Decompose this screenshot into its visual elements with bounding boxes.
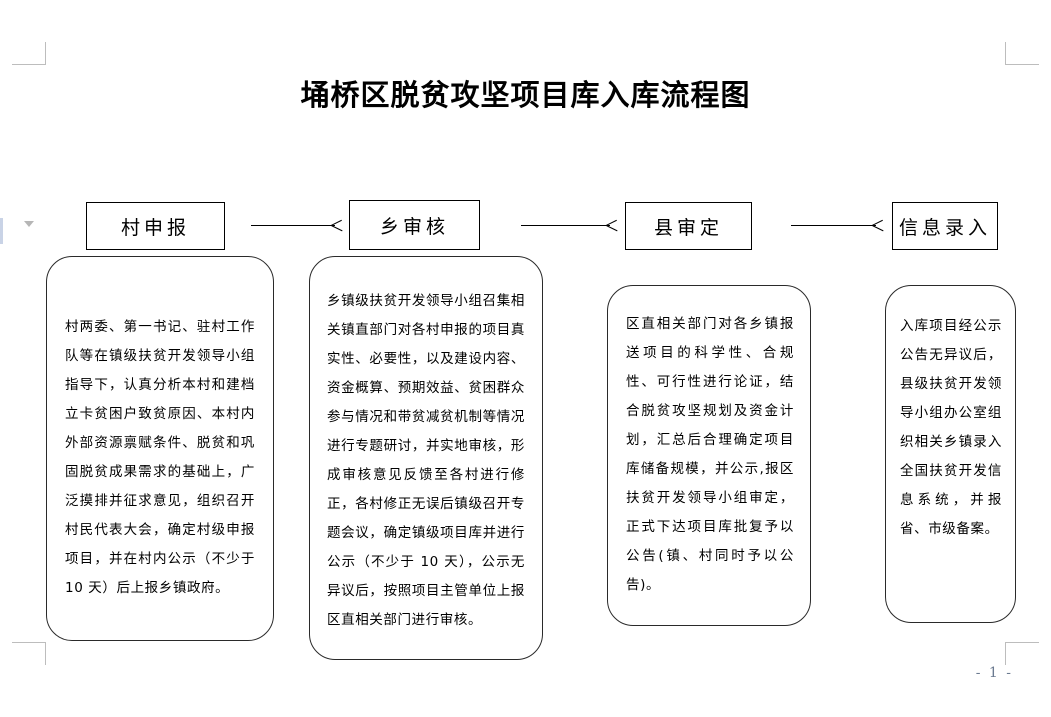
- arrow-head: [872, 220, 883, 232]
- stage-body-information-entry: 入库项目经公示公告无异议后，县级扶贫开发领导小组办公室组织相关乡镇录入全国扶贫开…: [885, 285, 1016, 623]
- arrow-right-icon-village-to-township: [251, 219, 346, 233]
- stage-header-township-review: 乡审核: [349, 200, 480, 250]
- arrow-head: [606, 220, 617, 232]
- arrow-right-icon-township-to-county: [521, 219, 621, 233]
- stage-body-county-approval: 区直相关部门对各乡镇报送项目的科学性、合规性、可行性进行论证，结合脱贫攻坚规划及…: [607, 285, 811, 626]
- stage-header-information-entry: 信息录入: [892, 202, 998, 250]
- page-title: 埇桥区脱贫攻坚项目库入库流程图: [300, 78, 751, 112]
- arrow-shaft: [251, 225, 335, 227]
- stage-body-village-application: 村两委、第一书记、驻村工作队等在镇级扶贫开发领导小组指导下，认真分析本村和建档立…: [46, 256, 274, 641]
- page-number: - 1 -: [975, 665, 1013, 681]
- paragraph-caret-icon: [24, 221, 34, 227]
- arrow-right-icon-county-to-entry: [791, 219, 887, 233]
- stage-header-county-approval: 县审定: [625, 202, 752, 250]
- arrow-shaft: [521, 225, 610, 227]
- arrow-shaft: [791, 225, 876, 227]
- stage-body-township-review: 乡镇级扶贫开发领导小组召集相关镇直部门对各村申报的项目真实性、必要性，以及建设内…: [309, 256, 543, 660]
- stage-header-village-application: 村申报: [86, 202, 225, 250]
- arrow-head: [331, 220, 342, 232]
